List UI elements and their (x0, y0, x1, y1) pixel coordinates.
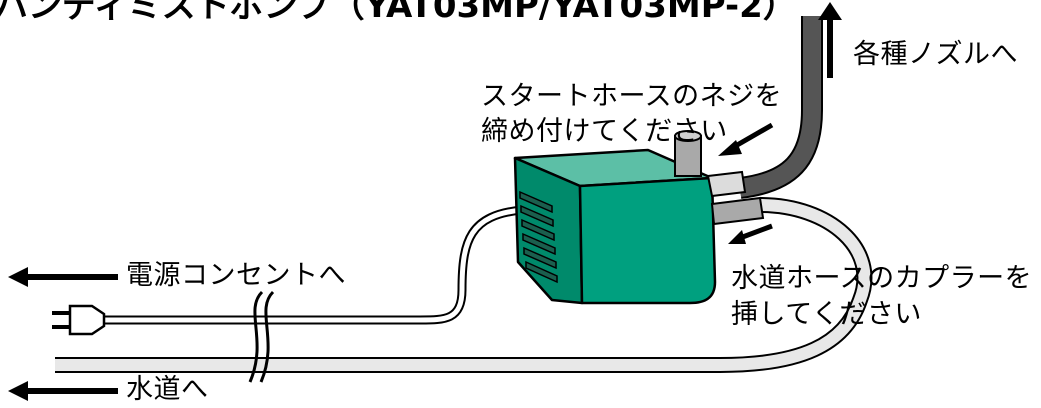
water-hose (55, 197, 873, 373)
power-outlet-label: 電源コンセントへ (126, 260, 346, 291)
arrow-to-water-coupler-icon (728, 223, 773, 244)
arrow-left-water-icon (8, 381, 118, 401)
to-water-label: 水道へ (126, 374, 209, 405)
break-mark-icon (248, 290, 275, 383)
start-hose-connector (706, 170, 747, 198)
start-hose (738, 16, 823, 199)
power-plug-icon (52, 304, 106, 336)
start-hose-instruction-line2: 締め付けてください (481, 116, 728, 147)
power-cord (100, 205, 523, 325)
pump-outlet-cap (674, 130, 702, 177)
arrow-left-power-icon (8, 267, 118, 287)
pump-grille (519, 190, 558, 284)
start-hose-instruction-line1: スタートホースのネジを (481, 81, 783, 112)
arrow-to-start-hose-icon (718, 122, 774, 156)
water-coupler-instruction-line1: 水道ホースのカプラーを (731, 263, 1033, 294)
diagram-title: ハンディミストポンプ（YAT03MP/YAT03MP-2） (0, 0, 797, 26)
nozzles-label: 各種ノズルへ (853, 39, 1018, 70)
pump-body (513, 130, 765, 305)
arrow-up-to-nozzles-icon (818, 2, 842, 78)
water-hose-connector (710, 196, 765, 226)
water-coupler-instruction-line2: 挿してください (731, 299, 922, 330)
